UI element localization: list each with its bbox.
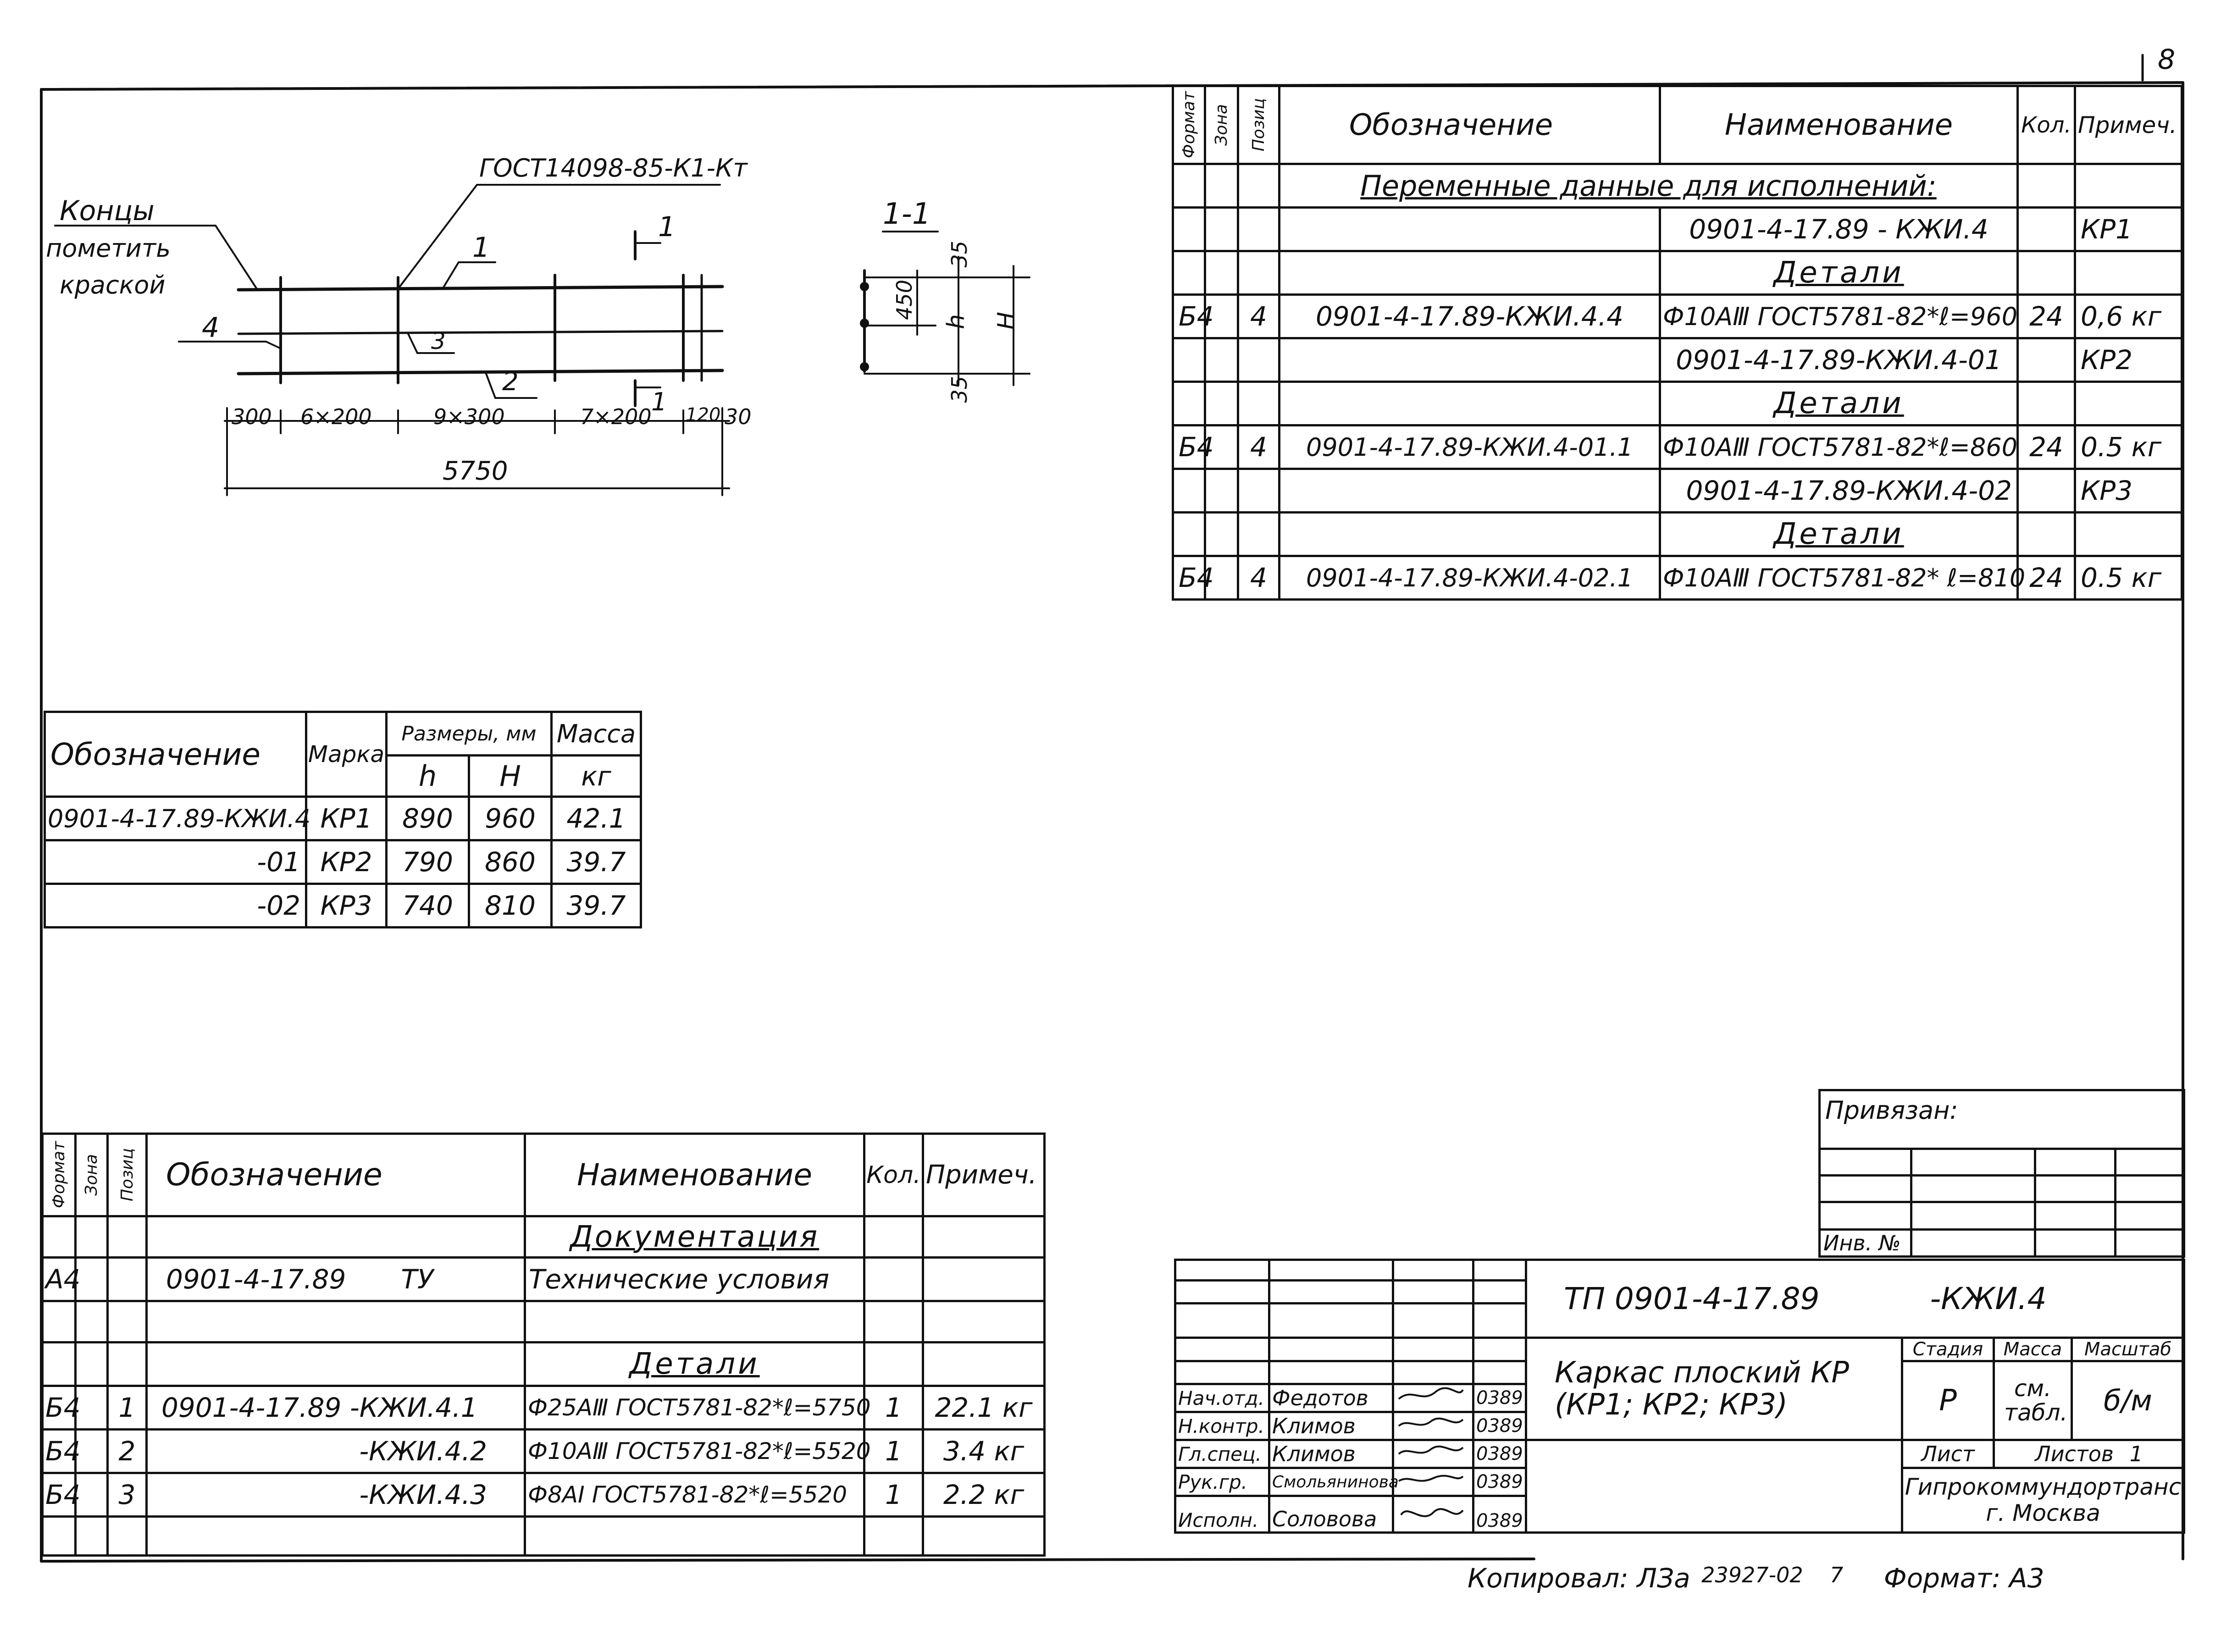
table-row: 0901-4-17.89-КЖИ.4 КР1 890 960 42.1 [44,796,642,841]
table-row: -01 КР2 790 860 39.7 [44,839,642,885]
table-row: Б4 4 0901-4-17.89-КЖИ.4-01.1 Ф10АⅢ ГОСТ5… [1172,424,2183,470]
footer-seven: 7 [1830,1563,1844,1587]
dim-9x300: 9×300 [433,404,505,429]
mark-header-sizes: Размеры, мм [385,711,553,757]
doc-code: ТП 0901-4-17.89 [1564,1281,1820,1316]
table-row [41,1300,1046,1343]
footer-number: 23927-02 [1701,1563,1803,1587]
org-line2: г. Москва [1986,1500,2100,1526]
section-dim-35-top: 35 [947,241,972,268]
mark-header-designation: Обозначение [44,711,307,798]
bar-top [237,285,724,292]
dim-300: 300 [232,404,272,429]
variable-spec-header: Формат Зона Позиц Обозначение Наименован… [1172,85,2183,165]
page-corner-number: 8 [2158,44,2176,76]
signature-icon [1398,1417,1464,1427]
mark-header-mark: Марка [305,711,388,798]
footer-format: Формат: А3 [1883,1563,2044,1594]
signature-icon [1398,1387,1464,1400]
footer-copier: ЛЗа [1637,1563,1690,1594]
table-row: Детали [1172,511,2183,557]
table-row: Б4 3 -КЖИ.4.3 Ф8АⅠ ГОСТ5781-82*ℓ=5520 1 … [41,1472,1046,1518]
section-dim-35-bottom: 35 [947,376,972,403]
frame-top [40,81,2184,91]
pos-label-1: 1 [472,232,490,264]
table-row: -02 КР3 740 810 39.7 [44,883,642,928]
signer-row: Исполн. Соловова 0389 [1174,1495,2184,1534]
pos-label-4: 4 [202,312,220,344]
header-name: Наименование [1659,85,2019,165]
bar-middle [237,330,724,335]
section-dim-450: 450 [892,280,917,320]
main-spec-header: Формат Зона Позиц Обозначение Наименован… [41,1133,1046,1217]
title-line1: Каркас плоский КР [1555,1355,1849,1390]
signature-icon [1400,1508,1464,1517]
variable-spec-title: Переменные данные для исполнений: [1360,169,1937,203]
title-block: ТП 0901-4-17.89 -КЖИ.4 Каркас плоский КР… [1174,1259,2185,1534]
header-note: Примеч. [2074,85,2183,165]
footer-copied: Копировал: [1468,1563,1628,1594]
signer-row: Рук.гр. Смольянинова 0389 Гипрокоммундор… [1174,1467,2185,1534]
leader-note-line3: краской [60,271,166,299]
section-title: 1-1 [883,197,931,231]
dim-6x200: 6×200 [300,404,372,429]
signer-row: Н.контр. Климов 0389 [1174,1411,2184,1441]
signer-row: Гл.спец. Климов 0389 Лист Листов 1 [1174,1439,2185,1534]
signer-row: Нач.отд. Федотов 0389 [1174,1383,2184,1413]
leader-note-line2: пометить [46,234,171,263]
frame-bottom [40,1558,1535,1563]
pos-label-3: 3 [431,328,446,354]
mark-table: Обозначение Марка Размеры, мм Масса h H … [44,711,642,928]
table-row: 0901-4-17.89-КЖИ.4-01 КР2 [1172,337,2183,383]
header-zone: Зона [1212,104,1231,146]
section-mark-bottom: 1 [651,387,667,416]
table-row: Б4 2 -КЖИ.4.2 Ф10АⅢ ГОСТ5781-82*ℓ=5520 1… [41,1428,1046,1474]
variable-spec-table: Формат Зона Позиц Обозначение Наименован… [1172,85,2183,601]
section-mark-top: 1 [658,211,676,243]
title-line2: (КР1; КР2; КР3) [1555,1388,1788,1422]
header-designation: Обозначение [1278,85,1661,165]
leader-note-line1: Концы [60,195,155,227]
header-qty: Кол. [2016,85,2076,165]
bar-bottom [237,369,724,376]
dim-30: 30 [725,404,752,429]
table-row: Б4 4 0901-4-17.89-КЖИ.4-02.1 Ф10АⅢ ГОСТ5… [1172,555,2183,601]
table-row: Детали [1172,250,2183,296]
main-spec-table: Формат Зона Позиц Обозначение Наименован… [41,1133,1046,1557]
doc-suffix: -КЖИ.4 [1930,1281,2047,1316]
dim-7x200: 7×200 [580,404,652,429]
org-line1: Гипрокоммундортранс [1905,1473,2182,1500]
table-row: Б4 1 0901-4-17.89 -КЖИ.4.1 Ф25АⅢ ГОСТ578… [41,1385,1046,1431]
table-row: Детали [41,1341,1046,1387]
dim-120: 120 [686,404,721,425]
header-format: Формат [1180,91,1198,159]
table-row: Детали [1172,381,2183,426]
signature-icon [1398,1475,1464,1482]
table-row [41,1515,1046,1557]
privyazan-box: Привязан: Инв. № [1818,1089,2186,1258]
pos-label-2: 2 [502,367,519,397]
section-dim-H: H [993,312,1020,330]
table-row: 0901-4-17.89 - КЖИ.4 КР1 [1172,206,2183,252]
table-row: 0901-4-17.89-КЖИ.4-02 КР3 [1172,468,2183,514]
footer: Копировал: ЛЗа 23927-02 7 Формат: А3 [1468,1563,2044,1594]
mark-header-mass: Масса [550,711,642,757]
table-row: Б4 4 0901-4-17.89-КЖИ.4.4 Ф10АⅢ ГОСТ5781… [1172,293,2183,339]
signature-icon [1398,1445,1464,1455]
header-pos: Позиц [1249,98,1268,152]
gost-label: ГОСТ14098-85-К1-Кт [479,154,748,182]
table-row: Документация [41,1215,1046,1259]
total-length: 5750 [443,456,508,486]
section-dim-h: h [942,314,970,329]
